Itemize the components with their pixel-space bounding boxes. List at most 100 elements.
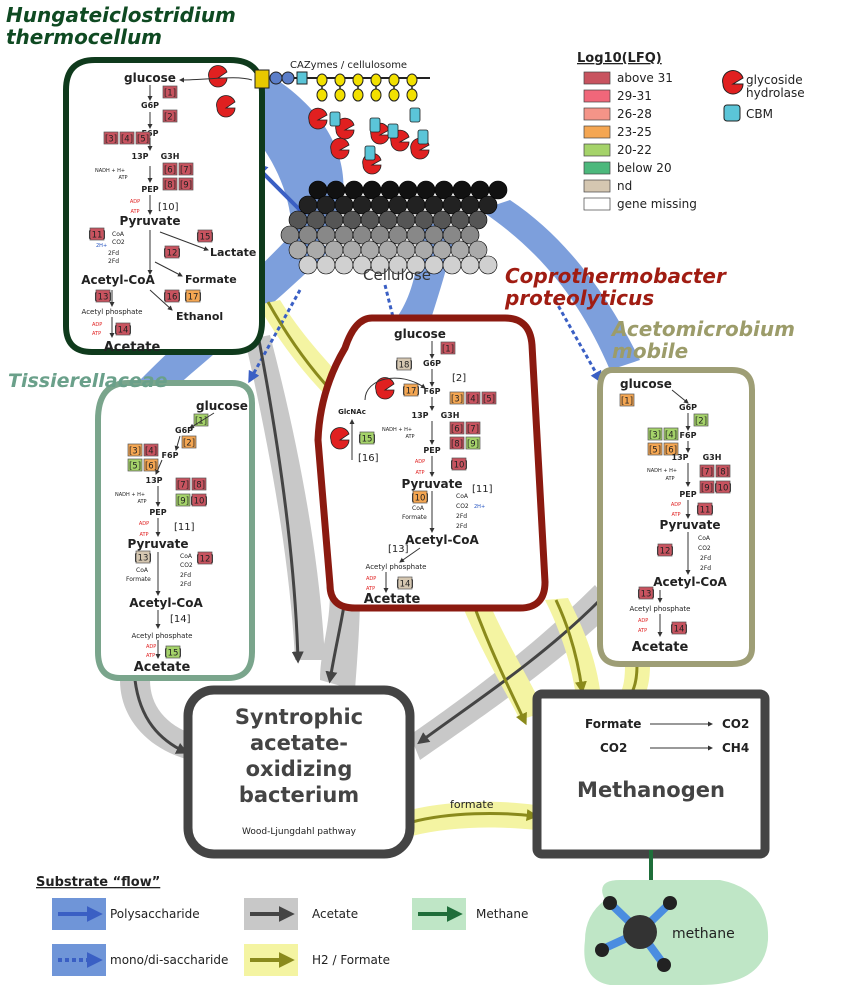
aceto-enz-10 (715, 480, 731, 494)
tissi-enz-3-label: [3] (129, 447, 141, 457)
tissi-title: Tissierellaceae (8, 370, 168, 392)
copro-enz-13: [13] (388, 544, 409, 555)
lfq-legend-label-6: nd (617, 179, 632, 193)
aceto-acetate: Acetate (632, 640, 689, 655)
dockerin-dot (352, 88, 364, 102)
aceto-g3h: G3H (703, 453, 722, 462)
aceto-g6p: G6P (679, 403, 697, 412)
aceto-f6p: F6P (680, 431, 697, 440)
tissi-arrow (174, 435, 181, 451)
aceto-13p: 13P (672, 453, 689, 462)
aceto-pep: PEP (679, 490, 696, 499)
aceto-enz-13-label: [13] (637, 590, 654, 600)
legend-acetate-label: Acetate (312, 907, 358, 921)
copro-enz-1-label: [1] (442, 345, 454, 355)
tissi-nadh: NADH + H+ (115, 492, 145, 498)
tissi-13p: 13P (146, 476, 163, 485)
lfq-legend-label-4: 20-22 (617, 143, 652, 157)
tissi-enz-15-label: [15] (164, 649, 181, 659)
cohesin-dot (316, 73, 328, 87)
hungatei-enz-9-label: [9] (180, 181, 192, 191)
aceto-enz-2-label: [2] (695, 417, 707, 427)
hungatei-enz-16 (164, 289, 180, 303)
tissi-enz-2-label: [2] (183, 439, 195, 449)
methane-label: methane (672, 926, 735, 942)
tissi-atp: ATP (137, 499, 146, 505)
cellulose-sphere (288, 240, 308, 260)
hungatei-import-arrow (179, 77, 253, 83)
aceto-fdred: 2Fd (700, 555, 711, 562)
copro-g3h: G3H (441, 411, 460, 420)
copro-arrow (399, 547, 421, 563)
copro-hydrolase-icon (375, 377, 395, 400)
hungatei-ethanol: Ethanol (176, 310, 223, 323)
cbm-module (417, 129, 429, 145)
aceto-enz-6-label: [6] (665, 446, 677, 456)
hungatei-pyruvate: Pyruvate (119, 214, 180, 228)
copro-atp2: ATP (415, 470, 424, 476)
aceto-enz-11 (697, 502, 713, 516)
aceto-enz-3-label: [3] (649, 431, 661, 441)
hungatei-enz-15 (197, 229, 213, 243)
methanogen-r2-right: CH4 (722, 741, 749, 755)
cellulose-sphere (298, 255, 318, 275)
aceto-fdox: 2Fd (700, 565, 711, 572)
syntrophic-line-4: bacterium (239, 783, 359, 807)
cellulose-sphere (478, 255, 498, 275)
methanogen-r2-left: CO2 (600, 741, 627, 755)
hungatei-arrow (159, 231, 209, 251)
aceto-enz-12-label: [12] (656, 547, 673, 557)
copro-enz-7 (465, 421, 481, 435)
hungatei-enz-16-label: [16] (163, 293, 180, 303)
aceto-adp3: ADP (638, 618, 648, 624)
hungatei-enz-10: [10] (158, 202, 179, 213)
copro-hydrolase-icon (330, 427, 350, 450)
copro-enz-9 (465, 436, 481, 450)
glycoside-hydrolase-icon (722, 70, 744, 95)
aceto-pyruvate: Pyruvate (659, 518, 720, 532)
aceto-adp: ADP (671, 502, 681, 508)
lfq-legend-label-7: gene missing (617, 197, 697, 211)
tissi-enz-8-label: [8] (193, 481, 205, 491)
hungatei-acetylcoa: Acetyl-CoA (81, 273, 155, 287)
methanogen-r1-left: Formate (585, 717, 641, 731)
hungatei-co2: CO2 (112, 239, 125, 246)
tissi-g6p: G6P (175, 426, 193, 435)
cellulose-sphere (488, 180, 508, 200)
copro-enz-17 (403, 383, 419, 397)
cohesin-dot (334, 73, 346, 87)
copro-enz-8 (449, 436, 465, 450)
cellulose-sphere (460, 255, 480, 275)
hungatei-hydrolase-icon (216, 95, 236, 118)
syntrophic-box (183, 685, 415, 859)
copro-glucose: glucose (394, 327, 446, 341)
hungatei-acetylp: Acetyl phosphate (82, 308, 143, 316)
hungatei-enz-7 (178, 162, 194, 176)
aceto-enz-9 (699, 480, 715, 494)
aceto-enz-14 (671, 621, 687, 635)
lfq-legend-label-2: 26-28 (617, 107, 652, 121)
cellulose-sphere (460, 225, 480, 245)
lfq-legend-label-0: above 31 (617, 71, 673, 85)
lfq-legend-label-5: below 20 (617, 161, 672, 175)
tissi-arrow (189, 412, 215, 429)
aceto-atp2: ATP (671, 512, 680, 518)
tissi-enz-4 (143, 443, 159, 457)
copro-import-arrow (364, 377, 426, 401)
copro-nadh: NADH + H+ (382, 427, 412, 433)
flow-legend-title: Substrate “flow” (36, 875, 160, 890)
hungatei-lactate: Lactate (210, 246, 256, 259)
legend-mono-label: mono/di-saccharide (110, 953, 228, 967)
copro-coa2: CoA (412, 505, 425, 512)
tissi-enz-8 (191, 477, 207, 491)
cohesin-dot (406, 73, 418, 87)
aceto-enz-8 (715, 464, 731, 478)
glycoside-label-1: glycoside (746, 73, 803, 87)
tissi-enz-7-label: [7] (177, 481, 189, 491)
aceto-co2: CO2 (698, 545, 711, 552)
cellulose-sphere (478, 195, 498, 215)
copro-enz-18 (396, 357, 412, 371)
copro-formate: Formate (402, 514, 427, 521)
tissi-coa2: CoA (136, 567, 149, 574)
tissi-enz-14: [14] (170, 614, 191, 625)
